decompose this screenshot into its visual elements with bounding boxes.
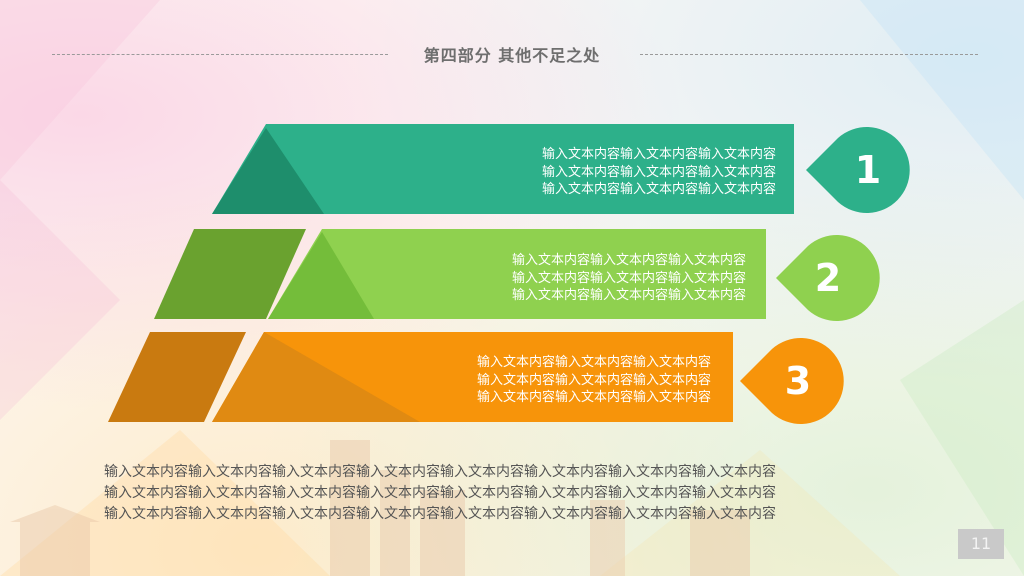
city-silhouette <box>10 440 750 576</box>
page-number: 11 <box>958 529 1004 559</box>
item-3-line: 输入文本内容输入文本内容输入文本内容 <box>476 355 711 370</box>
item-3-line: 输入文本内容输入文本内容输入文本内容 <box>476 372 711 388</box>
item-2-shape <box>154 229 880 321</box>
header-divider-left <box>52 54 388 55</box>
item-1-drop <box>806 127 910 213</box>
item-2-line: 输入文本内容输入文本内容输入文本内容 <box>511 288 746 303</box>
item-3-number: 3 <box>784 359 812 403</box>
body-paragraph: 输入文本内容输入文本内容输入文本内容输入文本内容输入文本内容输入文本内容输入文本… <box>104 462 934 525</box>
item-3-line: 输入文本内容输入文本内容输入文本内容 <box>476 390 711 405</box>
item-2-line: 输入文本内容输入文本内容输入文本内容 <box>511 270 746 286</box>
item-1-shape <box>212 124 910 214</box>
item-1-line: 输入文本内容输入文本内容输入文本内容 <box>541 164 776 180</box>
body-line: 输入文本内容输入文本内容输入文本内容输入文本内容输入文本内容输入文本内容输入文本… <box>104 464 776 480</box>
item-3-shape <box>108 332 844 424</box>
header-divider-right <box>640 54 978 55</box>
item-3-text: 输入文本内容输入文本内容输入文本内容 输入文本内容输入文本内容输入文本内容 输入… <box>477 354 711 407</box>
page-title: 第四部分 其他不足之处 <box>423 46 601 65</box>
body-line: 输入文本内容输入文本内容输入文本内容输入文本内容输入文本内容输入文本内容输入文本… <box>104 485 776 501</box>
item-1-line: 输入文本内容输入文本内容输入文本内容 <box>541 182 776 197</box>
item-1-number: 1 <box>854 148 882 192</box>
item-2-line: 输入文本内容输入文本内容输入文本内容 <box>511 253 746 268</box>
item-2-text: 输入文本内容输入文本内容输入文本内容 输入文本内容输入文本内容输入文本内容 输入… <box>512 252 746 305</box>
item-2-drop <box>776 235 880 321</box>
item-1-line: 输入文本内容输入文本内容输入文本内容 <box>541 147 776 162</box>
item-1-text: 输入文本内容输入文本内容输入文本内容 输入文本内容输入文本内容输入文本内容 输入… <box>542 146 776 199</box>
body-line: 输入文本内容输入文本内容输入文本内容输入文本内容输入文本内容输入文本内容输入文本… <box>104 506 776 522</box>
item-2-number: 2 <box>814 256 842 300</box>
item-3-drop <box>740 337 844 424</box>
